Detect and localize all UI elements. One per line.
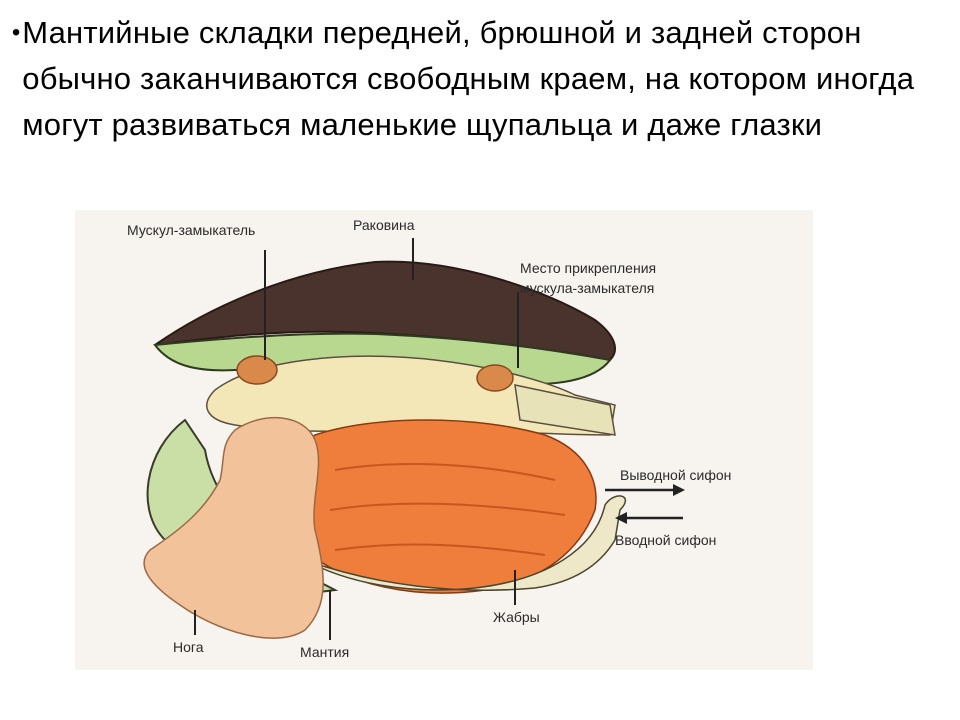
bivalve-anatomy-figure: Мускул-замыкатель Раковина Место прикреп… — [75, 210, 813, 670]
label-foot: Нога — [173, 639, 204, 655]
inlet-arrow-head — [615, 512, 627, 524]
label-outlet-siphon: Выводной сифон — [620, 467, 731, 483]
label-inlet-siphon: Вводной сифон — [615, 532, 716, 548]
adductor-muscle-anterior — [236, 355, 278, 385]
gill-folds — [329, 463, 566, 556]
label-attachment-line2: мускула-замыкателя — [520, 280, 654, 296]
lower-mantle — [304, 495, 627, 591]
slide-text-block: • Мантийные складки передней, брюшной и … — [10, 10, 940, 148]
label-mantle: Мантия — [300, 644, 349, 660]
adductor-muscle-posterior — [476, 364, 514, 392]
siphon-tube — [514, 384, 616, 436]
bullet-point: • — [11, 19, 21, 46]
slide-body-text: Мантийные складки передней, брюшной и за… — [22, 15, 915, 142]
label-adductor: Мускул-замыкатель — [127, 222, 255, 238]
label-attachment-line1: Место прикрепления — [520, 260, 656, 276]
outlet-arrow-head — [673, 484, 685, 496]
label-gills: Жабры — [493, 609, 540, 625]
shell — [154, 260, 616, 362]
foot — [143, 417, 324, 639]
label-shell: Раковина — [353, 217, 415, 233]
bivalve-illustration: Мускул-замыкатель Раковина Место прикреп… — [75, 210, 813, 670]
